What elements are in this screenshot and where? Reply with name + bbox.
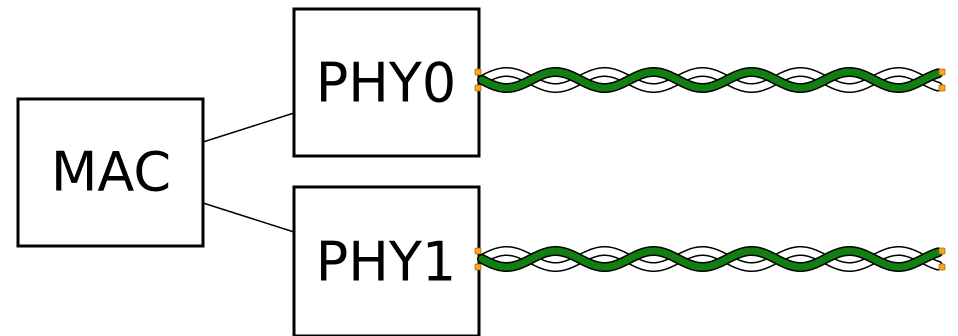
phy0-box bbox=[292, 7, 481, 158]
wire-tip bbox=[938, 263, 946, 271]
wire-tip bbox=[474, 247, 482, 255]
wire-tip bbox=[474, 68, 482, 76]
phy0-label: PHY0 bbox=[316, 52, 457, 115]
mac-box bbox=[16, 97, 205, 248]
mac-phy0-link bbox=[202, 112, 295, 143]
phy1-twisted-pair-icon bbox=[474, 245, 946, 273]
green-strand bbox=[478, 247, 942, 271]
white-strand bbox=[478, 247, 942, 271]
wire-tip bbox=[938, 84, 946, 92]
green-strand bbox=[478, 68, 942, 92]
wire-tip bbox=[474, 263, 482, 271]
white-strand bbox=[478, 68, 942, 92]
phy1-label: PHY1 bbox=[316, 231, 457, 294]
mac-block: MAC bbox=[16, 97, 205, 248]
mac-label: MAC bbox=[51, 141, 171, 204]
wire-tip bbox=[474, 84, 482, 92]
wire-tip bbox=[938, 247, 946, 255]
phy1-box bbox=[292, 185, 481, 336]
phy0-block: PHY0 bbox=[292, 7, 481, 158]
phy1-block: PHY1 bbox=[292, 185, 481, 336]
mac-phy1-link bbox=[202, 202, 295, 233]
wire-tip bbox=[938, 68, 946, 76]
phy0-twisted-pair-icon bbox=[474, 66, 946, 94]
